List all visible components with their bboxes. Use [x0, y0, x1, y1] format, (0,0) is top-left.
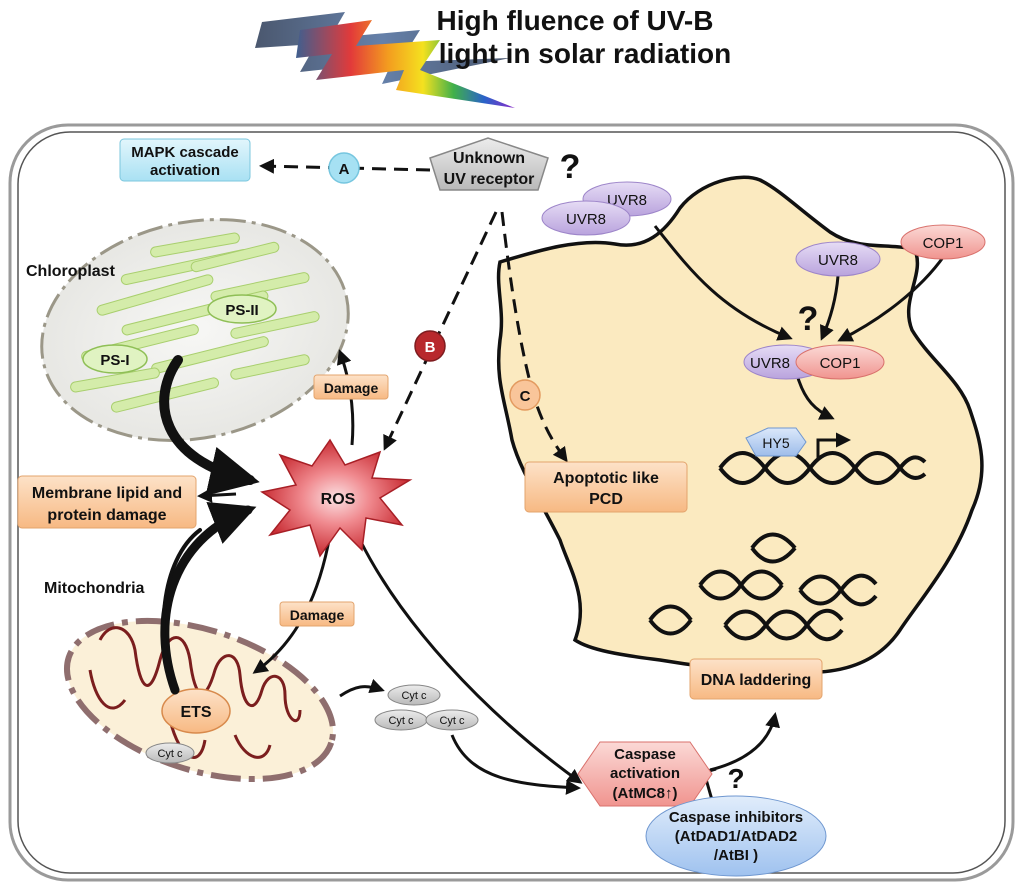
svg-text:Damage: Damage — [324, 380, 379, 396]
svg-text:COP1: COP1 — [923, 235, 964, 252]
marker-c: C — [509, 379, 541, 411]
complex-question-mark: ? — [798, 300, 819, 338]
marker-b: B — [414, 330, 446, 362]
receptor-question-mark: ? — [560, 148, 581, 186]
dna-strands — [648, 451, 927, 642]
cyt-c-mito: Cyt c — [145, 742, 195, 764]
svg-text:protein damage: protein damage — [47, 507, 166, 524]
title-line-1: High fluence of UV-B — [437, 5, 714, 36]
svg-text:ETS: ETS — [180, 704, 211, 721]
svg-text:Apoptotic like: Apoptotic like — [553, 470, 659, 487]
svg-text:PS-I: PS-I — [100, 352, 129, 369]
svg-text:(AtMC8↑): (AtMC8↑) — [613, 785, 678, 802]
svg-text:Damage: Damage — [290, 607, 345, 623]
svg-text:(AtDAD1/AtDAD2: (AtDAD1/AtDAD2 — [675, 828, 798, 845]
svg-text:UVR8: UVR8 — [750, 355, 790, 372]
cyt-c-released-1: Cyt c — [387, 684, 441, 706]
svg-text:Caspase: Caspase — [614, 746, 676, 763]
svg-text:UVR8: UVR8 — [566, 211, 606, 228]
svg-text:Unknown: Unknown — [453, 150, 525, 167]
chloroplast-damage-box: Damage — [313, 374, 389, 400]
svg-text:Cyt c: Cyt c — [401, 690, 427, 702]
svg-text:DNA laddering: DNA laddering — [701, 672, 812, 689]
marker-a: A — [328, 152, 360, 184]
svg-text:MAPK cascade: MAPK cascade — [131, 144, 239, 161]
caspase-inhibitors: Caspase inhibitors (AtDAD1/AtDAD2 /AtBI … — [645, 795, 827, 877]
ets-node: ETS — [161, 688, 231, 734]
chloroplast-label: Chloroplast — [26, 263, 116, 280]
caspase-activation: Caspase activation (AtMC8↑) — [577, 741, 713, 807]
svg-text:Membrane lipid and: Membrane lipid and — [32, 485, 182, 502]
svg-text:Caspase inhibitors: Caspase inhibitors — [669, 809, 803, 826]
svg-text:activation: activation — [150, 162, 220, 179]
uvr8-protein-3: UVR8 — [795, 241, 881, 277]
svg-text:UVR8: UVR8 — [818, 252, 858, 269]
unknown-uv-receptor: Unknown UV receptor — [429, 137, 549, 191]
ps1-node: PS-I — [82, 344, 148, 374]
svg-text:Cyt c: Cyt c — [157, 748, 183, 760]
uvr8-protein-2: UVR8 — [541, 200, 631, 236]
svg-text:UVR8: UVR8 — [607, 192, 647, 209]
apoptotic-pcd-box: Apoptotic like PCD — [524, 461, 688, 513]
cyt-c-released-2: Cyt c — [374, 709, 428, 731]
dna-laddering-box: DNA laddering — [689, 658, 823, 700]
svg-text:B: B — [425, 339, 436, 356]
svg-text:UV receptor: UV receptor — [444, 171, 535, 188]
cop1-protein-free: COP1 — [900, 224, 986, 260]
svg-text:PS-II: PS-II — [225, 302, 258, 319]
ps2-node: PS-II — [207, 294, 277, 324]
svg-text:PCD: PCD — [589, 491, 623, 508]
title-line-2: light in solar radiation — [439, 38, 731, 69]
svg-text:COP1: COP1 — [820, 355, 861, 372]
cyt-c-released-3: Cyt c — [425, 709, 479, 731]
svg-text:HY5: HY5 — [762, 435, 789, 451]
svg-text:activation: activation — [610, 765, 680, 782]
mito-damage-box: Damage — [279, 601, 355, 627]
ros-burst: ROS — [260, 438, 413, 558]
uvr8-cop1-complex: UVR8 COP1 — [743, 344, 885, 380]
svg-text:C: C — [520, 388, 531, 405]
svg-text:Cyt c: Cyt c — [439, 715, 465, 727]
mitochondria-label: Mitochondria — [44, 580, 145, 597]
ros-label: ROS — [321, 491, 356, 508]
svg-text:Cyt c: Cyt c — [388, 715, 414, 727]
uv-light-bolt — [255, 12, 515, 108]
mapk-activation-box: MAPK cascade activation — [119, 138, 251, 182]
nucleus — [496, 175, 984, 675]
inhibition-question-mark: ? — [727, 763, 744, 794]
svg-text:A: A — [339, 161, 350, 178]
hy5-factor: HY5 — [745, 427, 807, 457]
svg-text:/AtBI ): /AtBI ) — [714, 847, 758, 864]
electron-leak-arrows — [159, 355, 260, 695]
membrane-damage-box: Membrane lipid and protein damage — [17, 475, 197, 529]
